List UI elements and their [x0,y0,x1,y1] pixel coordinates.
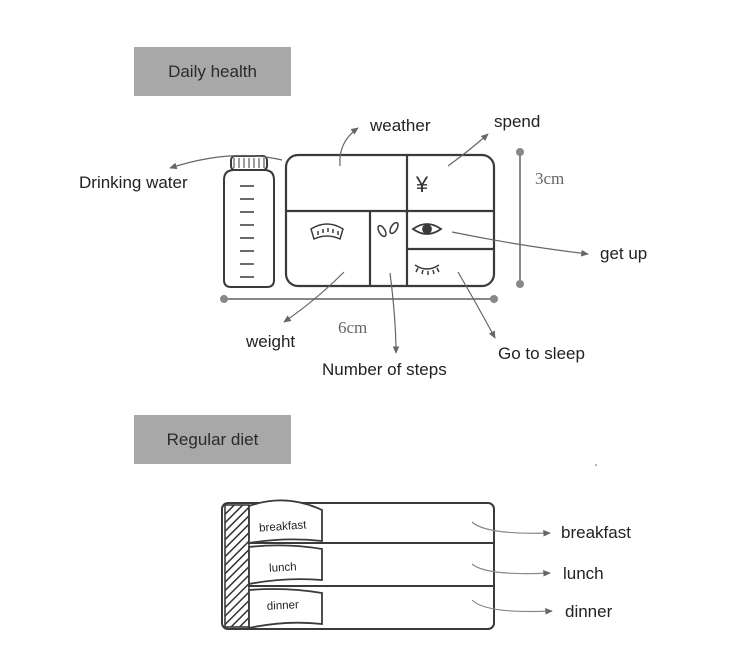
tab-lunch: lunch [269,561,297,574]
label-weather: weather [369,116,431,135]
tab-breakfast: breakfast [259,519,308,534]
label-lunch: lunch [563,564,604,583]
tab-dinner: dinner [267,599,300,613]
organizer-board [284,153,496,288]
dimension-lines [224,152,521,300]
section-title-regular-diet: Regular diet [166,429,259,449]
health-leader-lines [169,127,589,354]
stray-dot [595,464,597,466]
water-bottle-icon [223,155,275,288]
label-number-of-steps: Number of steps [322,360,447,379]
section-title-daily-health: Daily health [168,61,257,81]
label-spend: spend [494,112,540,131]
section-tag-daily-health: Daily health [134,47,291,96]
eye-open-icon [411,223,443,235]
height-dimension-label: 3cm [535,169,564,188]
eye-closed-icon [414,264,440,275]
scale-icon [310,223,344,241]
footprints-icon [377,221,399,238]
label-dinner: dinner [565,602,613,621]
label-get-up: get up [600,244,647,263]
diet-tabs [248,499,323,630]
label-drinking-water: Drinking water [79,173,188,192]
dimension-endpoints [220,148,524,303]
yen-icon: ¥ [415,172,429,197]
diet-leader-lines [471,521,553,615]
section-tag-regular-diet: Regular diet [134,415,291,464]
width-dimension-label: 6cm [338,318,367,337]
label-go-to-sleep: Go to sleep [498,344,585,363]
label-weight: weight [245,332,295,351]
label-breakfast: breakfast [561,523,631,542]
